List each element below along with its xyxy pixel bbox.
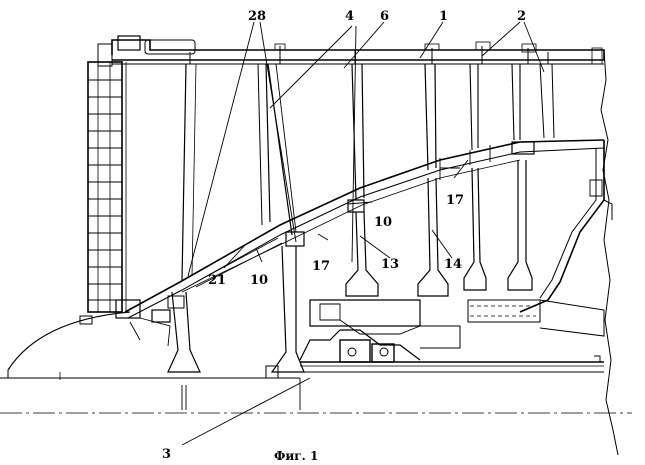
callout-1: 1 [439, 9, 448, 24]
callouts: 28 4 6 1 2 17 10 17 13 14 21 10 3 Фиг. 1 [162, 9, 526, 463]
outer-casing [98, 36, 604, 66]
callout-3: 3 [162, 447, 171, 462]
callout-17-right: 17 [446, 193, 464, 208]
callout-28: 28 [248, 9, 266, 24]
callout-13: 13 [381, 257, 399, 272]
callout-14: 14 [444, 257, 462, 272]
intake-bulge [0, 296, 300, 410]
callout-4: 4 [345, 9, 354, 24]
figure-caption: Фиг. 1 [274, 449, 318, 463]
break-line [601, 50, 618, 455]
callout-10-left: 10 [250, 273, 268, 288]
bearing-shaft [266, 330, 604, 378]
callout-2: 2 [517, 9, 526, 24]
front-blades [168, 64, 304, 372]
callout-10-right: 10 [374, 215, 392, 230]
leader-lines [182, 22, 544, 445]
callout-17-left: 17 [312, 259, 330, 274]
callout-21: 21 [208, 273, 226, 288]
callout-6: 6 [380, 9, 389, 24]
front-panel [88, 62, 126, 312]
